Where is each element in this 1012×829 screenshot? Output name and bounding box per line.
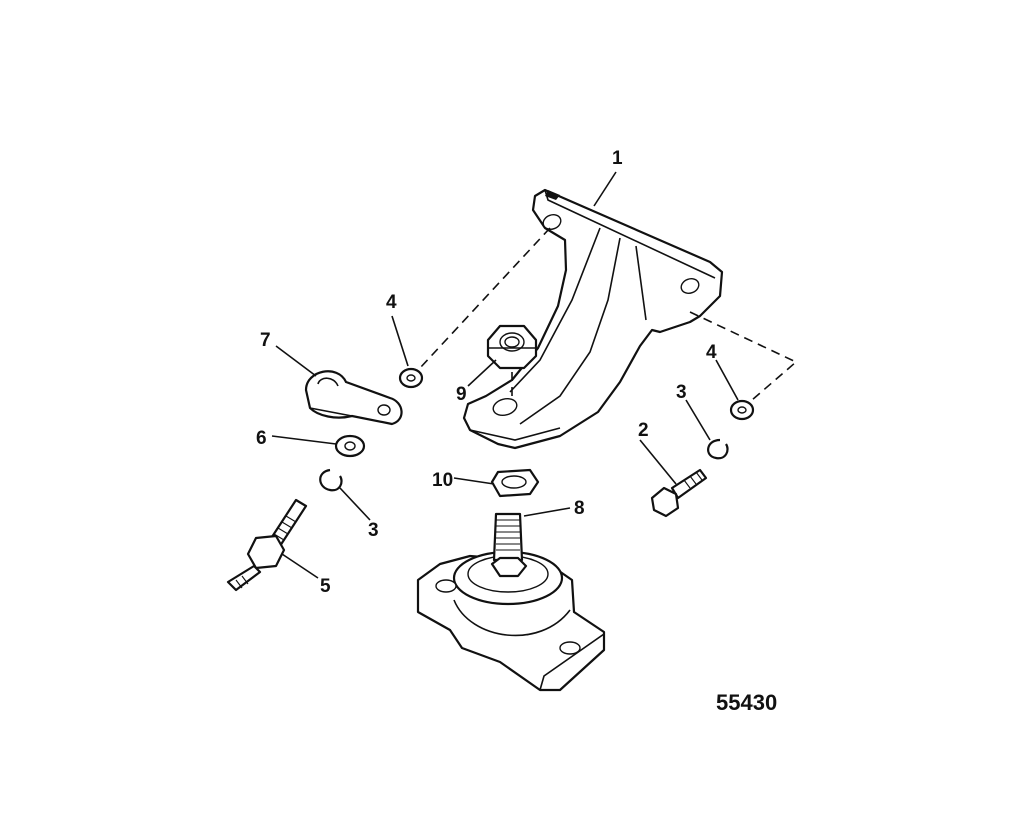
part-stud <box>226 498 308 592</box>
part-washer-right <box>729 399 755 421</box>
part-tab-washer <box>490 468 540 498</box>
callout-3-left: 3 <box>368 520 379 541</box>
part-nut <box>486 324 538 370</box>
part-flat-washer <box>334 434 366 458</box>
part-washer-left <box>398 367 424 389</box>
callout-4-right: 4 <box>706 342 717 363</box>
callout-4-left: 4 <box>386 292 397 313</box>
leader-lines <box>271 171 739 579</box>
callout-1: 1 <box>612 148 623 169</box>
part-bracket <box>462 188 724 450</box>
callout-2: 2 <box>638 420 649 441</box>
callout-3-right: 3 <box>676 382 687 403</box>
callout-8: 8 <box>574 498 585 519</box>
callout-7: 7 <box>260 330 271 351</box>
callout-6: 6 <box>256 428 267 449</box>
callout-10: 10 <box>432 470 453 491</box>
alignment-lines <box>419 227 798 401</box>
callout-labels: 1 2 3 3 4 4 5 6 7 8 9 10 <box>256 148 717 597</box>
part-lock-washer-right <box>707 438 729 460</box>
callout-9: 9 <box>456 384 467 405</box>
part-lock-washer-left <box>319 468 343 492</box>
part-clamp <box>304 370 403 426</box>
figure-number: 55430 <box>716 690 777 715</box>
part-bolt <box>650 468 708 518</box>
part-engine-mount <box>416 512 606 692</box>
callout-5: 5 <box>320 576 331 597</box>
